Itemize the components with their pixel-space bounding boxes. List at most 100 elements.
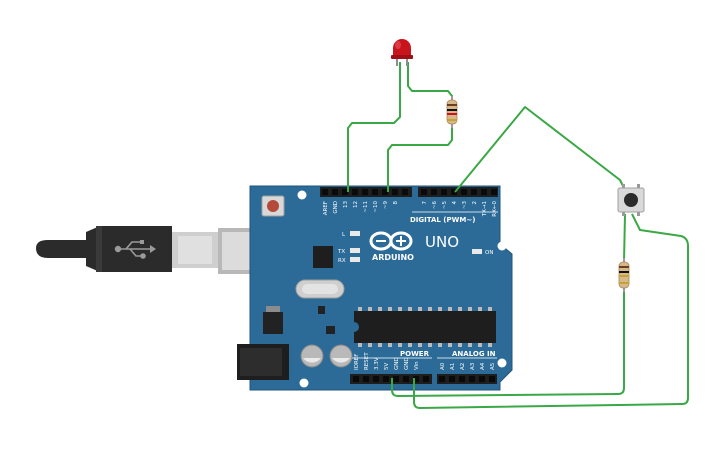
pin-label: A4 [480,362,486,370]
chip-pin [368,307,372,311]
chip-pin [358,343,362,347]
header-pin[interactable] [322,189,328,195]
header-pin[interactable] [362,189,368,195]
header-pin[interactable] [363,376,369,382]
header-pin[interactable] [459,376,465,382]
header-pin[interactable] [441,189,447,195]
chip-pin [388,307,392,311]
header-pin[interactable] [449,376,455,382]
header-pin[interactable] [352,189,358,195]
chip-pin [418,307,422,311]
wire-pin10-to-resistor[interactable] [387,124,453,192]
chip-pin [458,307,462,311]
pin-label: GND [333,201,339,214]
pin-label: 13 [343,201,349,208]
wire-pin4-to-button[interactable] [454,106,626,193]
capacitor [300,344,324,368]
header-pin[interactable] [469,376,475,382]
header-pin[interactable] [491,189,497,195]
pin-label: A3 [470,362,476,370]
pin-label: ~6 [432,201,438,210]
header-pin[interactable] [332,189,338,195]
push-button[interactable] [617,184,645,216]
chip-pin [378,307,382,311]
smd-component [318,306,325,314]
capacitor [329,344,353,368]
led-label-rx: RX [338,258,346,264]
microcontroller-chip [354,307,496,347]
header-pin[interactable] [489,376,495,382]
chip-pin [358,307,362,311]
wire-resistor-to-gnd[interactable] [391,213,626,397]
chip-pin [408,343,412,347]
chip-pin [428,343,432,347]
chip-pin [378,343,382,347]
chip-pin [398,343,402,347]
header-pin[interactable] [479,376,485,382]
header-pin[interactable] [471,189,477,195]
pin-label: ~9 [383,201,389,210]
header-pin[interactable] [383,376,389,382]
header-pin[interactable] [353,376,359,382]
wire-gnd-to-led-cathode[interactable] [347,62,401,192]
pin-label: A0 [440,362,446,370]
header-pin[interactable] [481,189,487,195]
chip-pin [468,307,472,311]
chip-pin [448,343,452,347]
model-text: UNO [425,233,459,251]
header-pin[interactable] [421,189,427,195]
wire-led-anode-to-resistor[interactable] [407,62,453,100]
pin-label: A5 [490,362,496,370]
header-pin[interactable] [373,376,379,382]
chip-pin [488,307,492,311]
header-pin[interactable] [382,189,388,195]
pin-label: IOREF [354,354,360,370]
pin-label: GND [404,357,410,370]
header-pin[interactable] [431,189,437,195]
power-jack [237,344,289,380]
header-pin[interactable] [413,376,419,382]
header-pin[interactable] [403,376,409,382]
header-pin[interactable] [451,189,457,195]
pin-label: ~5 [442,201,448,210]
header-pin[interactable] [423,376,429,382]
chip-pin [468,343,472,347]
header-pin[interactable] [402,189,408,195]
chip-pin [408,307,412,311]
header-digital-high[interactable] [320,187,412,197]
led-label-on: ON [485,250,493,256]
status-leds [350,231,482,262]
usb-symbol-icon [114,240,156,259]
led-label-l: L [342,232,346,238]
header-pin[interactable] [393,376,399,382]
header-analog[interactable] [437,374,497,384]
chip-pin [458,343,462,347]
smd-component [326,326,335,334]
reset-button[interactable] [261,195,285,217]
chip-pin [388,343,392,347]
pin-label: GND [394,357,400,370]
header-pin[interactable] [439,376,445,382]
wire-button-to-5v[interactable] [413,213,689,409]
resistor-led[interactable] [446,96,458,128]
red-led[interactable] [391,39,413,66]
pin-label: Vin [414,361,420,370]
header-pin[interactable] [392,189,398,195]
resistor-button[interactable] [618,258,630,292]
pin-label: TX→1 [482,201,488,217]
header-pin[interactable] [372,189,378,195]
pin-label: A2 [460,363,466,370]
header-pin[interactable] [342,189,348,195]
chip-pin [438,307,442,311]
header-digital-low[interactable] [418,187,498,197]
pin-label: ~3 [462,201,468,210]
voltage-regulator [263,306,283,334]
pin-label: ~11 [363,201,369,213]
usb-cable[interactable] [36,226,286,274]
chip-pin [478,343,482,347]
header-pin[interactable] [461,189,467,195]
chip-pin [478,307,482,311]
